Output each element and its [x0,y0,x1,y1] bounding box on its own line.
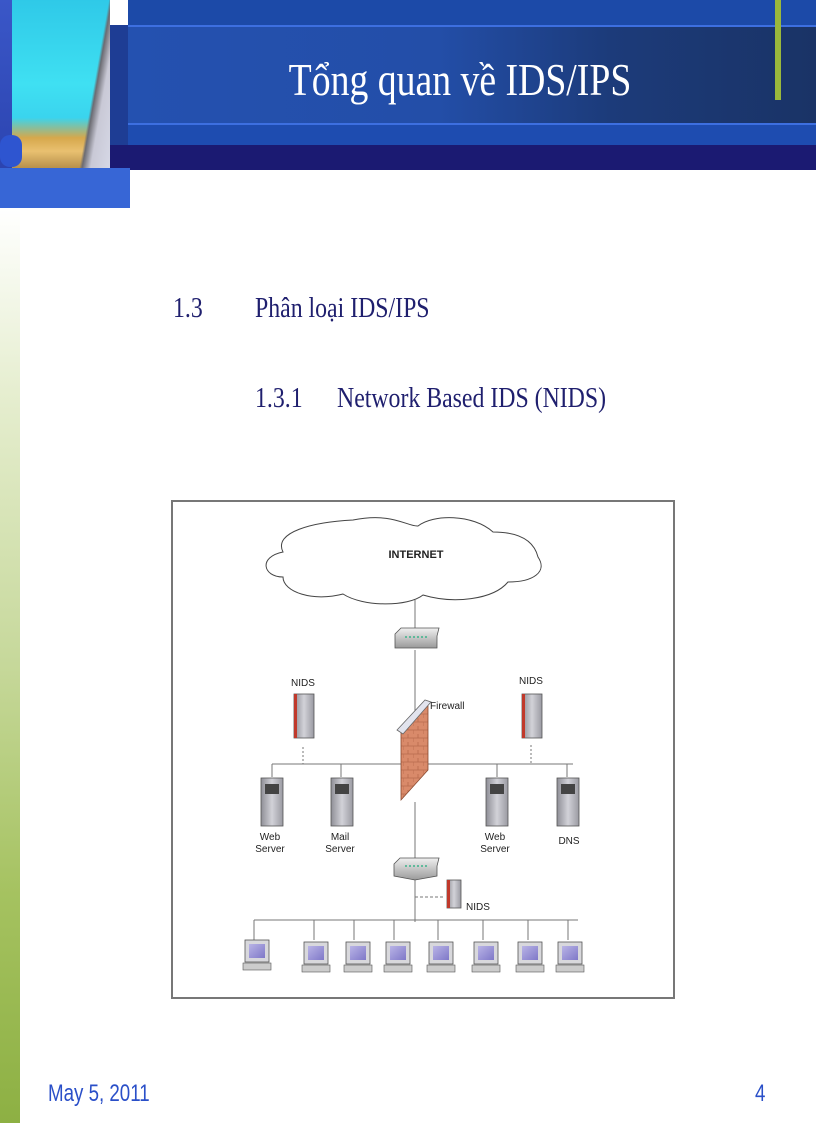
internet-cloud [265,517,542,605]
header-navy-band [72,145,816,170]
server-label: DNS [558,836,579,847]
subsection-heading: Network Based IDS (NIDS) [337,383,607,414]
section-number: 1.3 [173,293,203,324]
server-label: Server [255,844,285,855]
accent-bar [775,0,781,100]
workstation-icon [343,941,373,973]
firewall-icon [396,699,432,802]
server-icon [485,777,509,827]
nids-label: NIDS [466,902,490,913]
header-title-band [128,25,816,124]
server-icon [260,777,284,827]
workstation-icon [242,939,272,971]
internet-label: INTERNET [389,549,444,561]
router-icon [393,857,440,881]
server-icon [330,777,354,827]
workstation-icon [383,941,413,973]
header-top-band [128,0,816,25]
workstation-icon [301,941,331,973]
firewall-label: Firewall [430,701,464,712]
workstation-icon [471,941,501,973]
header-rule [128,123,816,125]
header-left-block [0,168,130,208]
left-green-gradient-strip [0,208,20,1123]
workstation-icon [515,941,545,973]
server-label: Mail [331,832,349,843]
subsection-number: 1.3.1 [255,383,303,414]
header-lower-band [128,125,816,145]
network-links [253,600,578,940]
server-label: Server [480,844,510,855]
slide-title: Tổng quan về IDS/IPS [288,54,632,105]
workstation-icon [555,941,585,973]
footer-date: May 5, 2011 [48,1080,150,1107]
page-number: 4 [755,1080,766,1107]
header-rule [128,25,816,27]
server-icon [556,777,580,827]
nids-label: NIDS [519,676,543,687]
nids-sensor-icon [293,693,315,739]
nids-label: NIDS [291,678,315,689]
nids-sensor-icon [446,879,462,909]
workstation-icon [426,941,456,973]
nids-network-diagram: INTERNET [171,500,675,999]
section-heading: Phân loại IDS/IPS [255,293,430,324]
server-label: Server [325,844,355,855]
server-label: Web [485,832,506,843]
server-label: Web [260,832,281,843]
nids-sensor-icon [521,693,543,739]
router-icon [394,627,440,649]
header-photo-detail [0,135,22,167]
header-photo-frame [0,0,12,168]
